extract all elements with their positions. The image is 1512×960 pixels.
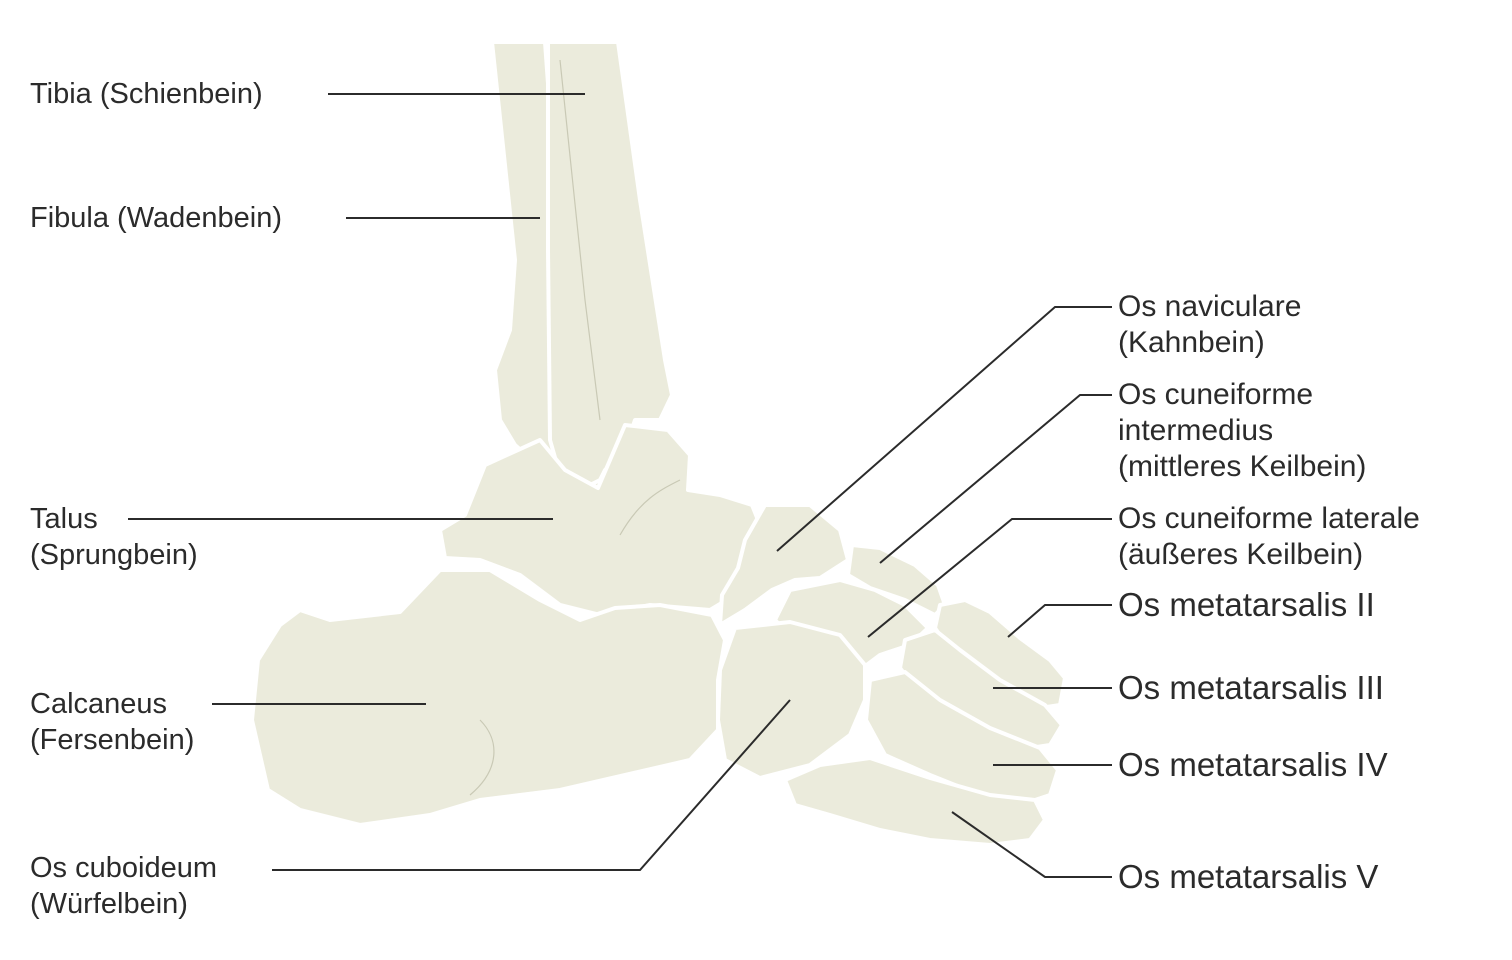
cuneiforme-laterale-label-line-2: (äußeres Keilbein) bbox=[1118, 538, 1364, 571]
metatarsalis-5-label: Os metatarsalis V bbox=[1118, 857, 1378, 897]
tibia-label-line-1: Tibia (Schienbein) bbox=[30, 78, 263, 110]
metatarsalis-3-label: Os metatarsalis III bbox=[1118, 668, 1384, 708]
metatarsalis-2-label-line-1: Os metatarsalis II bbox=[1118, 586, 1375, 623]
metatarsalis-3-label-line-1: Os metatarsalis III bbox=[1118, 669, 1384, 706]
talus-contour bbox=[619, 479, 681, 536]
fibula-label: Fibula (Wadenbein) bbox=[30, 200, 282, 236]
cuboideum-label: Os cuboideum (Würfelbein) bbox=[30, 850, 217, 922]
cuneiforme-laterale-label-line-1: Os cuneiforme laterale bbox=[1118, 502, 1420, 535]
metatarsalis-4-label-line-1: Os metatarsalis IV bbox=[1118, 746, 1388, 783]
tibia-label: Tibia (Schienbein) bbox=[30, 76, 263, 112]
cuneiforme-intermedius-label-line-3: (mittleres Keilbein) bbox=[1118, 450, 1367, 483]
calcaneus-label: Calcaneus (Fersenbein) bbox=[30, 686, 194, 758]
naviculare-bone bbox=[718, 503, 850, 627]
metatarsalis-5-leader bbox=[951, 811, 1112, 878]
cuneiforme-intermedius-leader bbox=[879, 394, 1112, 564]
cuneiforme-intermedius-label-line-1: Os cuneiforme bbox=[1118, 378, 1314, 411]
metatarsalis-5-label-line-1: Os metatarsalis V bbox=[1118, 858, 1379, 895]
cuneiforme-intermedius-label-line-2: intermedius bbox=[1118, 414, 1274, 447]
metatarsalis-2-leader bbox=[1007, 604, 1112, 638]
naviculare-leader bbox=[776, 306, 1112, 552]
talus-label-line-1: Talus bbox=[30, 503, 98, 535]
tibia-bone bbox=[546, 40, 674, 492]
calcaneus-bone bbox=[250, 568, 727, 827]
calcaneus-label-line-1: Calcaneus bbox=[30, 688, 168, 720]
naviculare-label-line-1: Os naviculare bbox=[1118, 290, 1302, 323]
cuneiforme-laterale-label: Os cuneiforme laterale (äußeres Keilbein… bbox=[1118, 501, 1420, 573]
cuneiforme-intermedius-label: Os cuneiforme intermedius (mittleres Kei… bbox=[1118, 377, 1366, 485]
talus-label-line-2: (Sprungbein) bbox=[30, 539, 198, 571]
cuboideum-label-line-2: (Würfelbein) bbox=[30, 888, 188, 920]
tibia-contour bbox=[559, 59, 601, 421]
metatarsalis-5-bone bbox=[783, 756, 1047, 847]
metatarsalis-4-label: Os metatarsalis IV bbox=[1118, 745, 1388, 785]
cuboideum-label-line-1: Os cuboideum bbox=[30, 852, 217, 884]
metatarsalis-4-bone bbox=[864, 670, 1060, 807]
naviculare-label: Os naviculare (Kahnbein) bbox=[1118, 289, 1301, 361]
metatarsalis-2-label: Os metatarsalis II bbox=[1118, 585, 1375, 625]
calcaneus-label-line-2: (Fersenbein) bbox=[30, 724, 195, 756]
cuneiforme-laterale-leader bbox=[867, 518, 1112, 638]
talus-label: Talus (Sprungbein) bbox=[30, 501, 198, 573]
cuboideum-bone bbox=[716, 620, 867, 780]
calcaneus-contour bbox=[469, 719, 495, 796]
naviculare-label-line-2: (Kahnbein) bbox=[1118, 326, 1265, 359]
cuboideum-leader bbox=[272, 699, 791, 871]
fibula-label-line-1: Fibula (Wadenbein) bbox=[30, 202, 282, 234]
